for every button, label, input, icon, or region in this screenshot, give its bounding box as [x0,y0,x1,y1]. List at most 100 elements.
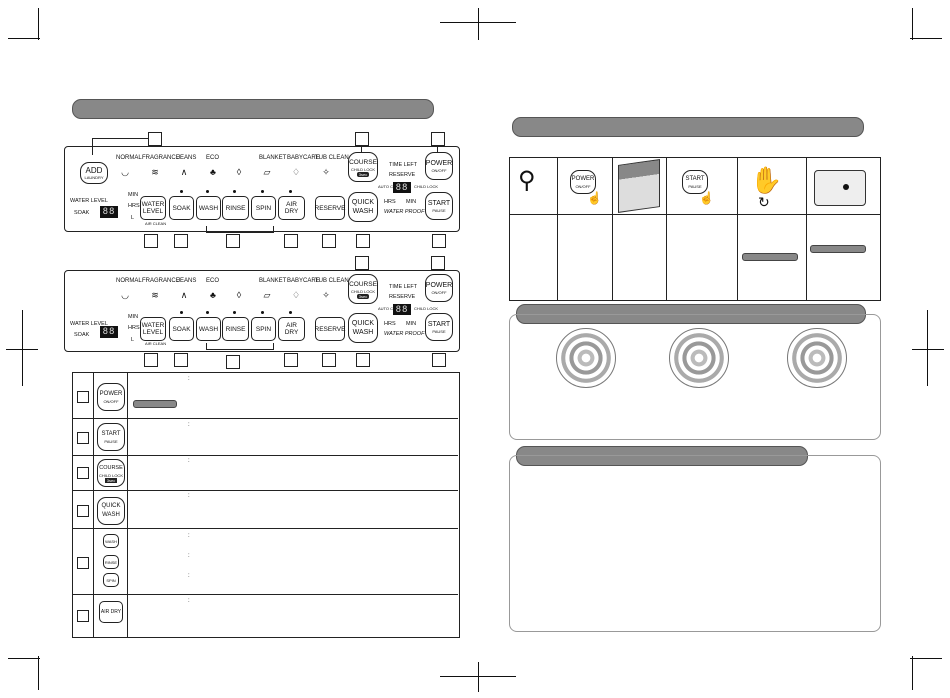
air-dry-label: AIR DRY [100,608,122,615]
power-button[interactable]: POWER ON/OFF [425,152,453,180]
callout-number [174,353,188,367]
crop-mark [38,8,39,40]
table-row-number [77,432,89,444]
table-row-divider [72,594,458,595]
reserve-label: RESERVE [389,294,416,300]
water-proof-label: WATER PROOF [384,331,425,337]
program-label: ECO [206,278,220,284]
callout-number [431,256,445,270]
normal-icon: ◡ [121,290,129,300]
description-colon: : [188,493,190,499]
jeans-icon: ∧ [180,167,188,177]
start-button[interactable]: START PAUSE [425,192,453,220]
babycare-icon: ♢ [291,290,301,300]
power-label: POWER [425,160,453,167]
eco-icon: ♣ [210,290,216,300]
table-row-number [77,467,89,479]
bracket-line [206,343,274,350]
soak-button[interactable]: SOAK [169,317,194,341]
add-laundry-button[interactable]: ADD LAUNDRY [80,162,108,184]
water-label: WATER [141,201,165,208]
lint-filter-icon [814,170,866,206]
table-power-button: POWER ON/OFF [97,383,125,411]
rinse-button[interactable]: RINSE [222,317,249,341]
start-button[interactable]: START PAUSE [425,313,453,341]
time-left-display: 88 [393,182,411,193]
callout-number [356,234,370,248]
pause-label: PAUSE [432,208,446,213]
spin-button-label: SPIN [255,204,272,212]
crop-mark [910,658,942,659]
course-button[interactable]: COURSE CHILD LOCK 3sec [348,152,378,182]
indicator-dot [206,311,209,314]
crop-mark [38,656,39,690]
indicator-dot [289,311,292,314]
crop-mark [912,349,944,350]
child-lock-label: CHILD LOCK [98,472,123,478]
crop-mark [440,22,516,23]
course-label: COURSE [99,464,123,471]
rinse-button[interactable]: RINSE [222,196,249,220]
water-label: WATER [141,322,165,329]
program-label: BABYCARE [287,155,320,161]
soak-button-label: SOAK [172,325,191,333]
spin-button[interactable]: SPIN [251,317,276,341]
crop-mark [6,349,38,350]
drum-images-frame [509,314,881,440]
3sec-label: 3sec [104,477,118,483]
course-button[interactable]: COURSE CHILD LOCK 3sec [348,274,378,304]
wash-button[interactable]: WASH [196,317,221,341]
hrs-mark: HRS [128,325,140,331]
rinse-button-label: RINSE [225,325,246,333]
program-label: TUB CLEAN [315,278,349,284]
child-lock-right-label: CHILD LOCK [414,184,439,189]
filter-knob-icon [843,184,849,190]
wash-label: WASH [105,538,117,544]
table-row-divider [72,455,458,456]
steps-col-divider [737,157,738,300]
description-colon: : [188,598,190,604]
quick-wash-button[interactable]: QUICK WASH [348,313,378,343]
spin-button[interactable]: SPIN [251,196,276,220]
reserve-button[interactable]: RESERVE [315,317,345,341]
soak-button-label: SOAK [172,204,191,212]
soak-button[interactable]: SOAK [169,196,194,220]
water-tap-icon: ⚲ [518,167,536,194]
table-column-divider [127,372,128,637]
water-level-button[interactable]: WATER LEVEL [140,317,166,341]
air-dry-button[interactable]: AIR DRY [278,317,305,341]
power-button[interactable]: POWER ON/OFF [425,274,453,302]
callout-number [284,234,298,248]
step-start-button: START PAUSE [682,170,708,194]
fragrance-icon: ≋ [151,290,159,300]
callout-number [226,355,240,369]
course-label: COURSE [349,158,377,166]
wash-label: WASH [102,512,120,518]
callout-number [144,234,158,248]
child-lock-label: CHILD LOCK [350,288,375,294]
on-off-label: ON/OFF [431,290,447,295]
section-header-bar [512,117,864,137]
wash-button[interactable]: WASH [196,196,221,220]
course-label: COURSE [349,280,377,288]
table-row-number [77,391,89,403]
air-dry-button[interactable]: AIR DRY [278,196,305,220]
reserve-button[interactable]: RESERVE [315,196,345,220]
quick-wash-button[interactable]: QUICK WASH [348,192,378,222]
crop-mark [8,38,40,39]
callout-number [355,256,369,270]
quick-label: QUICK [101,503,121,509]
babycare-icon: ♢ [291,167,301,177]
tub-clean-icon: ✧ [322,167,330,177]
pause-label: PAUSE [104,439,118,444]
rotate-arrow-icon: ↻ [758,194,770,210]
filter-twist-icon: ✋ [750,165,783,195]
l-mark: L [131,337,135,343]
jeans-icon: ∧ [180,290,188,300]
time-display: 88 [100,206,118,218]
indicator-dot [289,190,292,193]
crop-mark [478,8,479,40]
tub-clean-icon: ✧ [322,290,330,300]
fragrance-icon: ≋ [151,167,159,177]
water-level-button[interactable]: WATER LEVEL [140,196,166,220]
